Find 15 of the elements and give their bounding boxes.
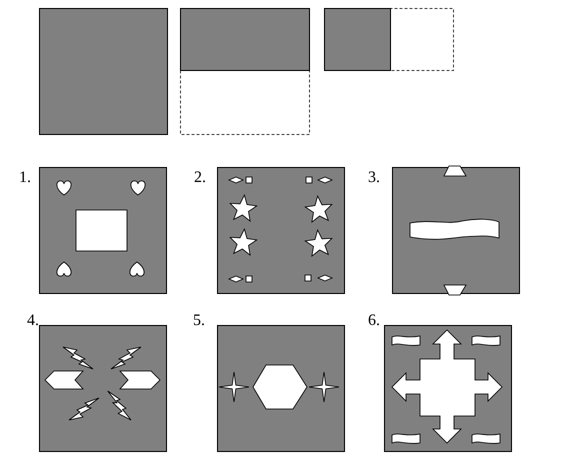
paper-square <box>384 325 512 452</box>
paper-square <box>217 325 345 452</box>
option-number: 6. <box>368 313 380 329</box>
option-number: 2. <box>194 170 206 186</box>
folded-paper <box>324 8 454 71</box>
paper-square <box>39 167 167 294</box>
option-number: 4. <box>27 313 39 329</box>
option-number: 1. <box>19 170 31 186</box>
option-number: 5. <box>193 313 205 329</box>
paper-square <box>392 167 520 294</box>
option-number: 3. <box>368 170 380 186</box>
paper-square <box>39 8 168 135</box>
paper-square <box>39 325 167 452</box>
paper-square <box>217 167 345 294</box>
folded-paper <box>180 8 310 135</box>
